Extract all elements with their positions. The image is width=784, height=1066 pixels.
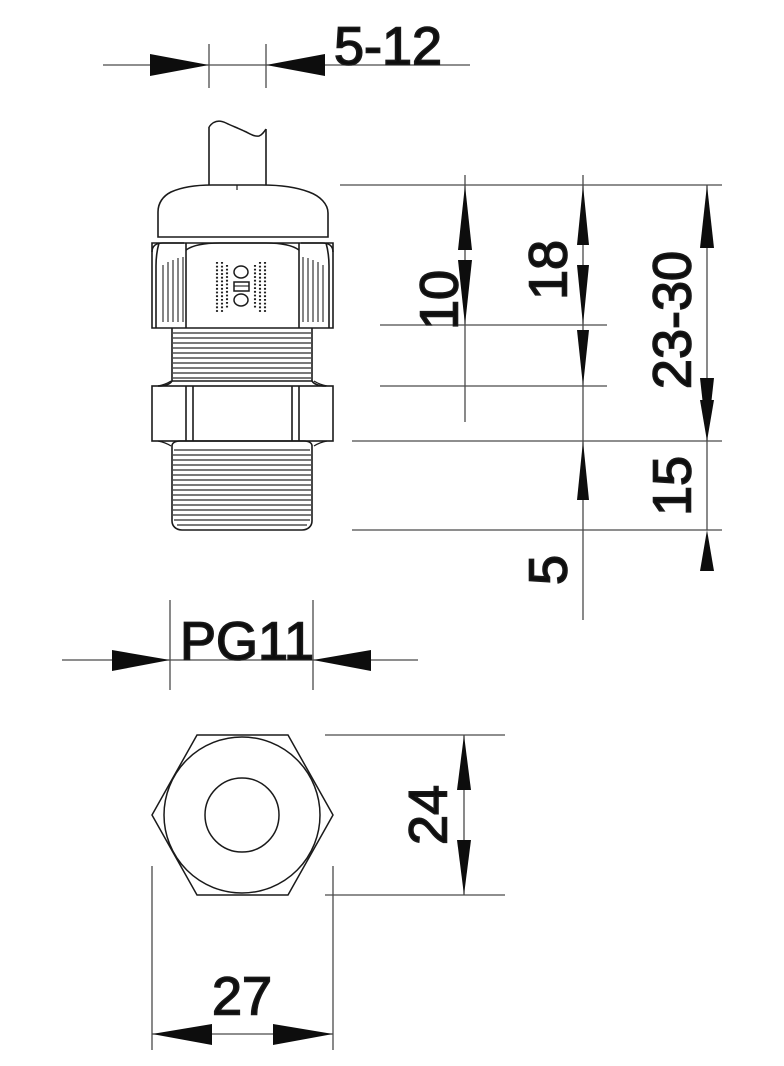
dimension-5-label: 5 (518, 555, 578, 585)
dimension-27: 27 (152, 965, 333, 1045)
dimension-5: 5 (517, 441, 589, 586)
thread-hatch-upper (173, 332, 311, 379)
knurl-right (302, 257, 324, 322)
extension-lines-front (340, 184, 722, 531)
dimension-24-label: 24 (398, 785, 458, 845)
cable-diameter-label: 5-12 (334, 16, 442, 76)
upper-thread (157, 328, 327, 387)
dimension-18-label: 18 (518, 240, 578, 300)
dome-cap (157, 184, 329, 238)
dimension-27-label: 27 (212, 966, 272, 1026)
logo-emboss (215, 262, 267, 312)
front-elevation (151, 120, 334, 531)
dimension-24: 24 (397, 735, 471, 895)
dimension-15-label: 15 (642, 456, 702, 516)
dimension-10-label: 10 (409, 270, 469, 330)
dimension-15: 15 (641, 400, 714, 571)
dimension-10: 10 (408, 175, 472, 422)
thread-size-label: PG11 (180, 611, 314, 671)
extension-lines-end (151, 734, 505, 1050)
end-view (151, 734, 334, 896)
thread-hatch-lower (173, 449, 311, 526)
cable-stub (208, 120, 267, 185)
hex-nut (151, 242, 334, 329)
brand-mark (233, 265, 250, 307)
dimension-23-30: 23-30 (641, 185, 714, 441)
knurl-left (162, 257, 184, 322)
dimension-23-30-label: 23-30 (642, 251, 702, 389)
cable-diameter-dimension: 5-12 (103, 15, 470, 88)
middle-flange (151, 380, 334, 447)
thread-size-dimension: PG11 (62, 600, 418, 690)
dimension-18: 18 (517, 175, 589, 620)
pg-thread (171, 440, 313, 531)
